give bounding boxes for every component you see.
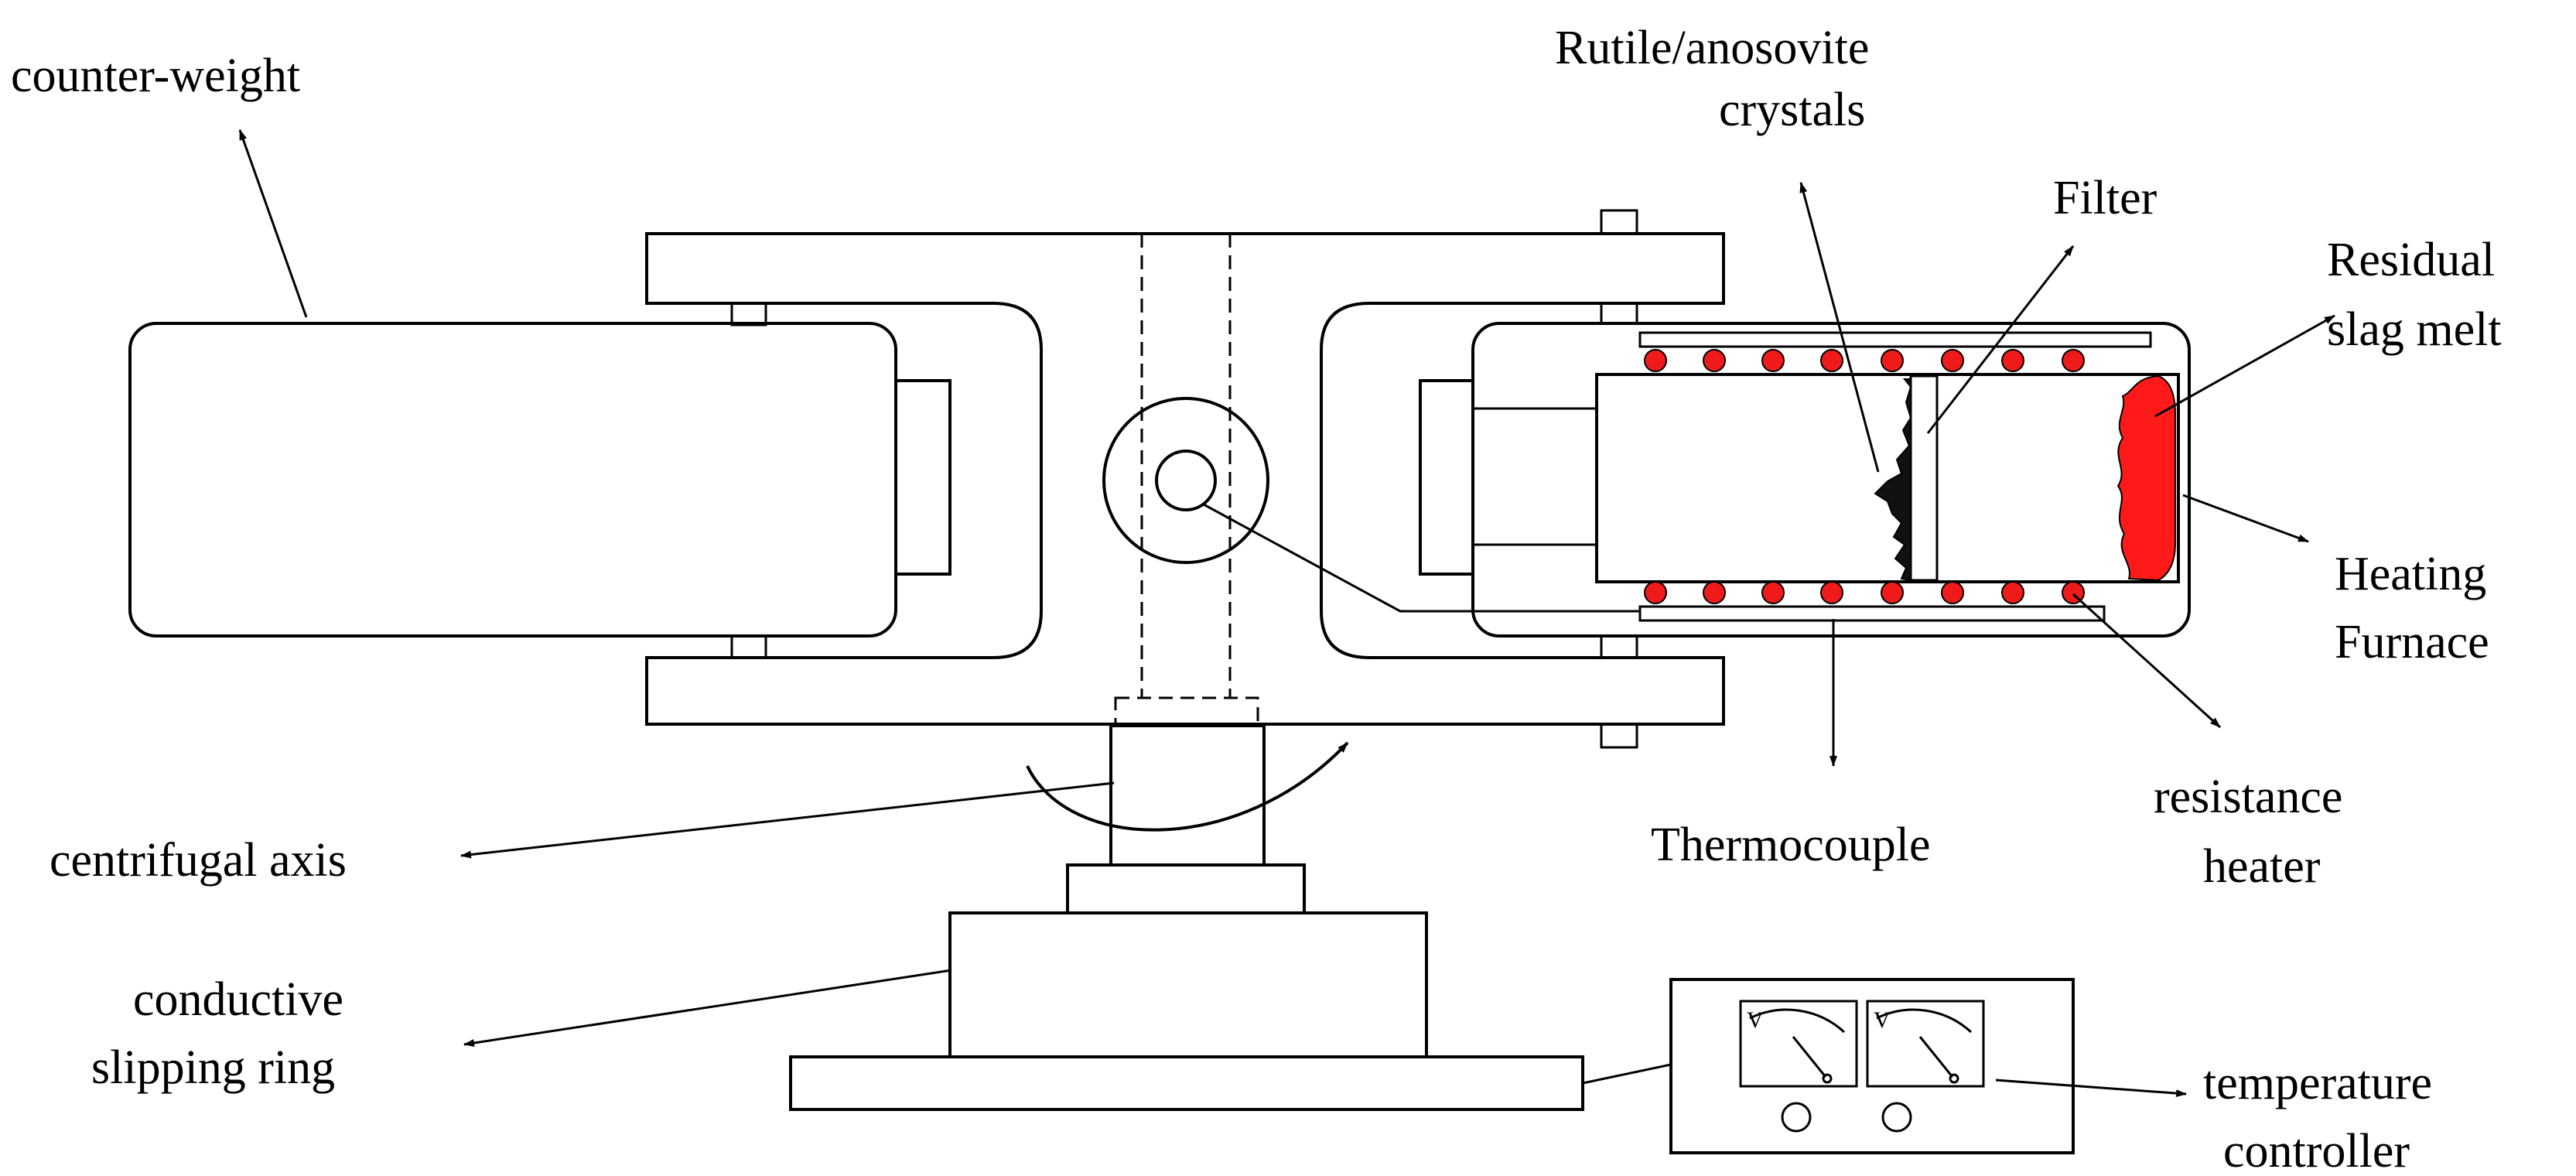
gauge-right: [1866, 1000, 1985, 1088]
gauge-left-symbol: V: [1747, 1007, 1764, 1033]
resistance-heater-coils: [1644, 349, 2085, 604]
centrifuge-frame: [645, 232, 1725, 726]
left-post-lower: [730, 634, 767, 659]
gauge-left-needle: [1792, 1036, 1827, 1078]
label-conductive-line1: conductive: [133, 973, 343, 1026]
gauge-right-symbol: V: [1874, 1007, 1891, 1033]
gauge-right-needle: [1918, 1036, 1954, 1078]
centrifugal-axis-flange: [1066, 863, 1306, 914]
label-rutile-line2: crystals: [1719, 84, 1865, 136]
leader-temperature: [1995, 1079, 2187, 1098]
right-post-bottom: [1600, 723, 1638, 749]
furnace-clamp-pad: [1419, 379, 1474, 576]
label-filter: Filter: [2053, 172, 2157, 224]
gauge-left-scale: [1749, 1008, 1846, 1034]
label-residual-line2: slag melt: [2327, 303, 2502, 356]
centrifugal-axis-column: [1109, 724, 1266, 867]
controller-knob-left: [1781, 1102, 1812, 1133]
right-post-upper: [1600, 302, 1638, 325]
rotation-arrow: [1026, 741, 1349, 832]
gauge-right-pivot: [1949, 1073, 1959, 1084]
controller-cable: [1582, 1063, 1672, 1085]
label-conductive-line2: slipping ring: [91, 1041, 335, 1094]
label-temperature-line2: controller: [2223, 1125, 2410, 1176]
leader-resistance: [2072, 593, 2222, 729]
label-resistance-line2: heater: [2203, 840, 2321, 893]
axis-ring: [1102, 397, 1269, 564]
leader-conductive: [463, 969, 952, 1047]
label-temperature-line1: temperature: [2203, 1057, 2432, 1109]
shaft-dashed-foot: [1114, 696, 1259, 726]
base-plate: [789, 1055, 1584, 1111]
leader-counter-weight: [238, 129, 308, 318]
thermocouple-bar-top: [1638, 331, 2152, 348]
label-thermocouple: Thermocouple: [1651, 819, 1931, 871]
thermocouple-bar-bottom: [1638, 605, 2106, 622]
thermocouple-wire: [1203, 503, 1640, 613]
filter-mesh: [1909, 374, 1939, 582]
slip-ring-block: [948, 911, 1428, 1058]
gauge-left: [1739, 1000, 1858, 1088]
rutile-crystals: [1874, 378, 1912, 582]
counter-weight-block: [128, 322, 897, 638]
label-counter-weight: counter-weight: [11, 50, 300, 102]
label-centrifugal-axis: centrifugal axis: [50, 834, 347, 887]
axis-hole: [1155, 450, 1217, 511]
counter-weight-clamp-pad: [894, 379, 951, 576]
insulation-mesh: [1471, 407, 1598, 546]
temperature-controller-box: [1669, 978, 2075, 1154]
crucible-chamber: [1595, 373, 2180, 583]
gauge-right-scale: [1876, 1008, 1973, 1034]
leader-centrifugal-axis: [460, 781, 1115, 859]
label-rutile-line1: Rutile/anosovite: [1555, 22, 1869, 74]
leader-filter: [1926, 245, 2075, 434]
leader-heating: [2182, 494, 2309, 543]
leader-rutile: [1799, 182, 1880, 473]
right-post-lower: [1600, 634, 1638, 659]
label-residual-line1: Residual: [2327, 234, 2495, 286]
gauge-left-pivot: [1822, 1073, 1833, 1084]
leader-residual: [2154, 314, 2335, 418]
label-heating-line2: Furnace: [2335, 616, 2489, 668]
left-post-upper: [730, 302, 767, 326]
label-resistance-line1: resistance: [2154, 771, 2342, 823]
label-heating-line1: Heating: [2335, 548, 2486, 600]
right-post-top: [1600, 209, 1638, 235]
residual-slag-melt: [2116, 374, 2176, 582]
controller-knob-right: [1881, 1102, 1912, 1133]
